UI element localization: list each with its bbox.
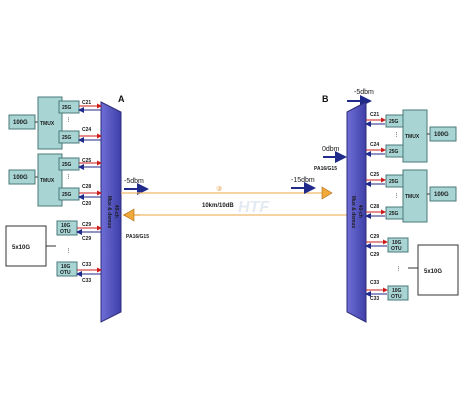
- channel-label: C28: [370, 204, 379, 210]
- tmux-box: [37, 153, 63, 207]
- site-b-label: B: [322, 94, 329, 104]
- channel-label: C29: [82, 222, 91, 228]
- slot-25g-label: 25G: [62, 105, 72, 111]
- slot-25g-label: 25G: [62, 135, 72, 141]
- site-b-otu-group: C29 C29 C33 C33 10G OTU ⋮ 10G OTU 5x10G: [365, 234, 459, 302]
- slot-25g-label: 25G: [389, 149, 399, 155]
- channel-label: C33: [82, 278, 91, 284]
- tmux-box: [37, 96, 63, 150]
- mux-a-label-line2: Mux & demux: [106, 196, 112, 229]
- site-a-tmux-group-2: 100G TMUX 25G ⋮ 25G C25 C28 C20: [8, 153, 102, 207]
- channel-label: C33: [82, 262, 91, 268]
- channel-label: C24: [370, 142, 379, 148]
- vertical-dots: ⋮: [66, 116, 71, 123]
- channel-label: C24: [82, 127, 91, 133]
- channel-label: C25: [370, 172, 379, 178]
- channel-label: C33: [370, 280, 379, 286]
- mux-demux-b: [346, 101, 367, 323]
- vertical-dots: ⋮: [394, 131, 399, 138]
- mux-a-label-line1: 40-ch: [113, 205, 119, 218]
- slot-25g-label: 25G: [389, 119, 399, 125]
- link-span-marker: ③: [216, 185, 222, 193]
- site-b-tmux-group-1: C21 C24 25G ⋮ 25G TMUX 100G: [365, 109, 457, 163]
- otu-type: OTU: [391, 294, 402, 300]
- link-span-label: 10km/10dB: [202, 203, 234, 209]
- site-a-tmux-group-1: 100G TMUX 25G ⋮ 25G C21 C24: [8, 96, 102, 150]
- otu-10g-box: [387, 237, 409, 253]
- channel-label: C29: [82, 236, 91, 242]
- channel-label: C28: [82, 184, 91, 190]
- mux-demux-a-label: 40-ch Mux & demux: [106, 196, 119, 229]
- channel-label: C25: [82, 158, 91, 164]
- client-100g-box: [429, 126, 457, 142]
- otu-rate: 10G: [392, 240, 402, 246]
- channel-label: C29: [370, 234, 379, 240]
- site-b-amp-in-power: -15dbm: [291, 177, 315, 184]
- client-5x10g-label: 5x10G: [12, 245, 30, 251]
- watermark: HTF: [238, 199, 270, 216]
- client-5x10g-box: [5, 225, 47, 267]
- otu-rate: 10G: [392, 288, 402, 294]
- client-100g-label: 100G: [434, 192, 449, 198]
- site-a-label: A: [118, 94, 125, 104]
- otu-rate: 10G: [61, 223, 71, 229]
- mux-b-label-line2: Mux & demux: [350, 196, 356, 229]
- channel-label: C20: [82, 201, 91, 207]
- channel-label: C21: [370, 112, 379, 118]
- tmux-label: TMUX: [40, 178, 55, 184]
- tmux-label: TMUX: [40, 121, 55, 127]
- site-b-rx-power: 0dbm: [322, 146, 340, 153]
- otu-rate: 10G: [61, 264, 71, 270]
- otu-type: OTU: [391, 246, 402, 252]
- site-b-tmux-group-2: C25 C28 25G ⋮ 25G TMUX 100G: [365, 169, 457, 223]
- amplifier-b-icon: [321, 186, 333, 200]
- client-100g-box: [429, 186, 457, 202]
- channel-label: C33: [370, 296, 379, 302]
- vertical-dots: ⋮: [66, 247, 71, 254]
- vertical-dots: ⋮: [396, 265, 401, 272]
- slot-25g-label: 25G: [389, 211, 399, 217]
- channel-label: C21: [82, 100, 91, 106]
- otu-type: OTU: [60, 270, 71, 276]
- slot-25g-label: 25G: [389, 179, 399, 185]
- amplifier-a-icon: [123, 208, 135, 222]
- channel-label: C29: [370, 252, 379, 258]
- otu-type: OTU: [60, 229, 71, 235]
- vertical-dots: ⋮: [66, 173, 71, 180]
- tmux-label: TMUX: [405, 134, 420, 140]
- client-100g-label: 100G: [434, 132, 449, 138]
- site-a-otu-group: 5x10G 10G OTU ⋮ 10G OTU C29 C29 C33 C33: [5, 220, 102, 284]
- tmux-label: TMUX: [405, 194, 420, 200]
- mux-b-label-line1: 40-ch: [357, 205, 363, 218]
- client-5x10g-box: [417, 244, 459, 296]
- tmux-box: [402, 109, 428, 163]
- mux-demux-b-label: 40-ch Mux & demux: [350, 196, 363, 229]
- site-b-amp-label: PA16/G15: [314, 166, 337, 172]
- client-5x10g-label: 5x10G: [424, 269, 442, 275]
- site-b-top-power: -5dbm: [354, 89, 374, 96]
- site-a-amp-label: PA16/G15: [126, 234, 149, 240]
- otu-10g-box: [56, 261, 78, 277]
- site-a-tx-power: -5dbm: [124, 178, 144, 185]
- vertical-dots: ⋮: [394, 192, 399, 199]
- slot-25g-label: 25G: [62, 192, 72, 198]
- slot-25g-label: 25G: [62, 162, 72, 168]
- tmux-box: [402, 169, 428, 223]
- mux-demux-a: [100, 101, 122, 323]
- client-100g-label: 100G: [13, 120, 28, 126]
- otu-10g-box: [387, 285, 409, 301]
- client-100g-label: 100G: [13, 175, 28, 181]
